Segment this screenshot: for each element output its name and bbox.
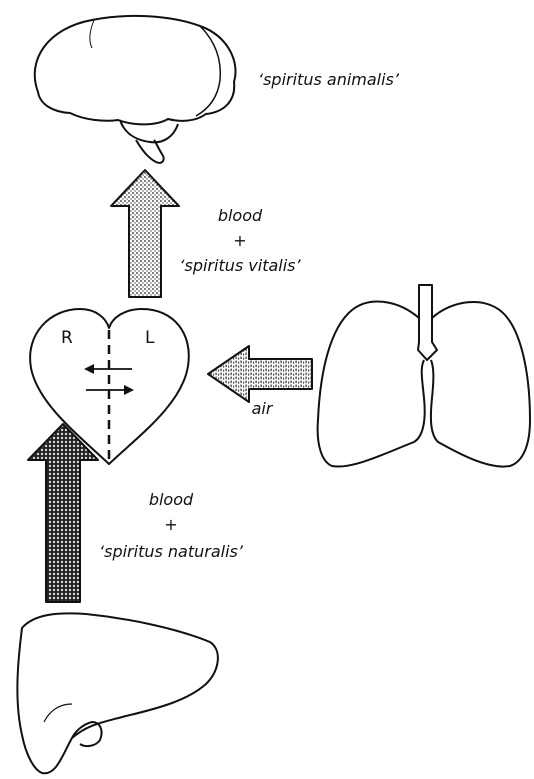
heart-left-label: L bbox=[145, 328, 155, 348]
naturalis-blood-label: blood bbox=[149, 490, 194, 509]
vitalis-plus-label: + bbox=[233, 231, 246, 250]
brain-illustration bbox=[35, 16, 236, 163]
lungs-illustration bbox=[318, 285, 530, 467]
spiritus-animalis-label: ‘spiritus animalis’ bbox=[258, 70, 400, 89]
vitalis-spiritus-label: ‘spiritus vitalis’ bbox=[179, 256, 301, 275]
air-arrow bbox=[208, 346, 312, 402]
vitalis-arrow bbox=[111, 170, 179, 297]
heart-right-label: R bbox=[61, 328, 73, 348]
naturalis-arrow bbox=[28, 424, 98, 602]
vitalis-blood-label: blood bbox=[218, 206, 263, 225]
naturalis-spiritus-label: ‘spiritus naturalis’ bbox=[99, 542, 244, 561]
liver-illustration bbox=[17, 613, 217, 773]
air-label: air bbox=[252, 399, 274, 418]
naturalis-plus-label: + bbox=[164, 515, 177, 534]
